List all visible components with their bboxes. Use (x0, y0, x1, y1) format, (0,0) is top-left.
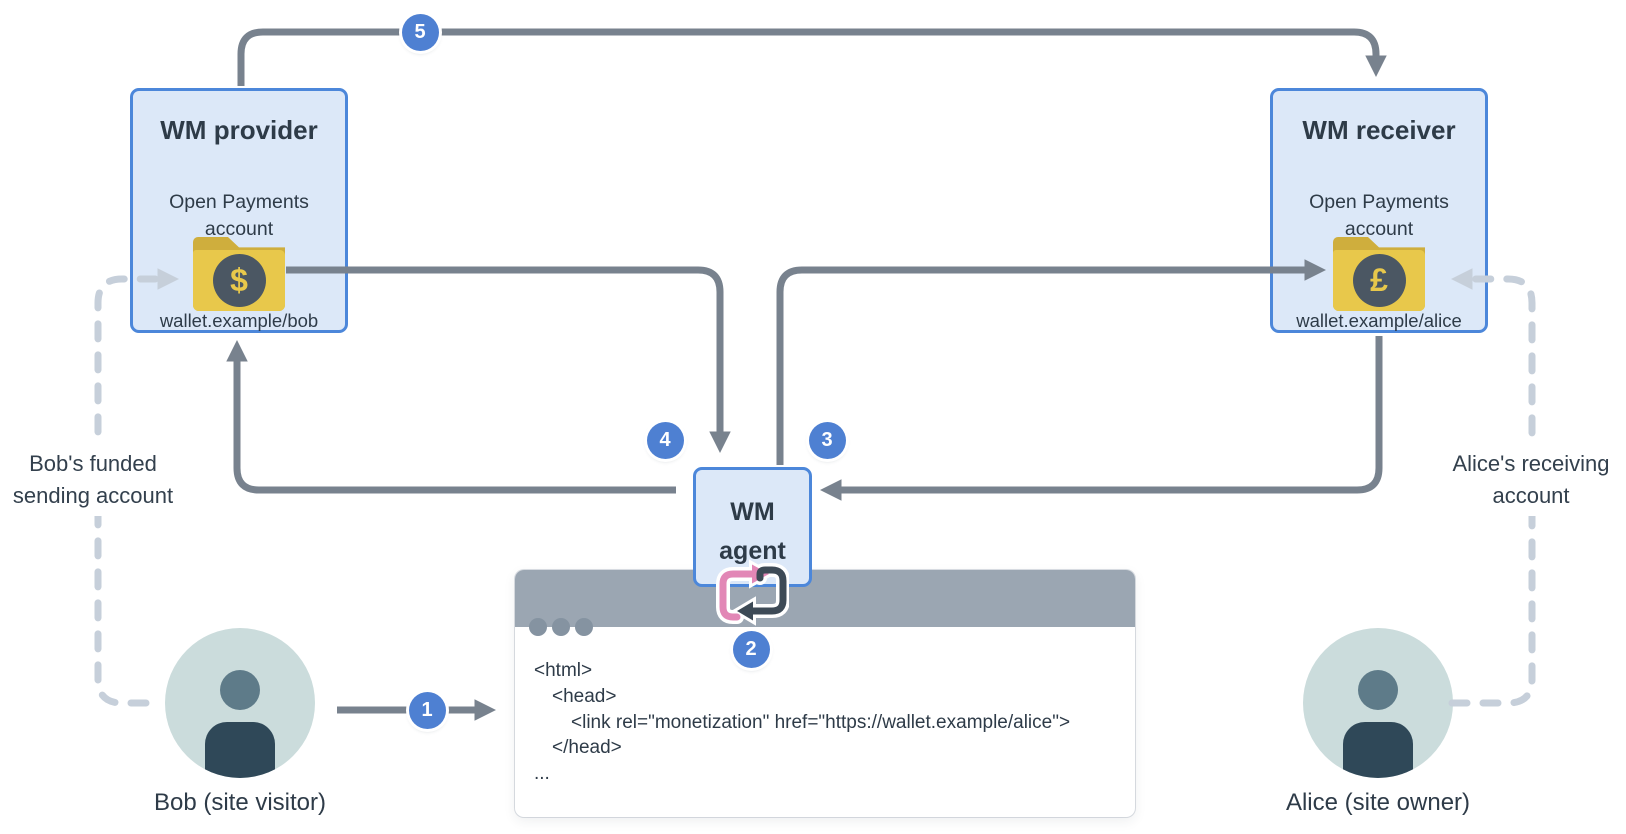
wm-agent-title: WM agent (696, 470, 809, 571)
browser-window: <html> <head> <link rel="monetization" h… (515, 570, 1135, 817)
account-label-line: account (1344, 218, 1414, 240)
wm-receiver-title: WM receiver (1302, 115, 1456, 145)
wm-receiver-account-label: Open Payments account (1273, 189, 1485, 243)
label-line: Alice's receiving (1452, 451, 1610, 476)
agent-title-line: agent (719, 537, 786, 565)
wm-provider-account-label: Open Payments account (133, 189, 345, 243)
arrow-provider-to-agent (286, 266, 731, 454)
bob-caption: Bob (site visitor) (153, 789, 327, 816)
step-badge-4: 4 (646, 421, 684, 459)
wallet-folder-dollar-icon: $ (193, 237, 285, 311)
avatar-head (220, 670, 260, 710)
agent-title-line: WM (730, 498, 775, 526)
alice-wallet-address: wallet.example/alice (1296, 310, 1462, 331)
code-line: ... (534, 763, 550, 785)
code-line: <html> (534, 660, 593, 681)
dollar-currency-icon: $ (212, 254, 266, 307)
window-dot-icon (529, 618, 547, 636)
label-line: Bob's funded (29, 451, 157, 476)
wm-provider-title: WM provider (160, 115, 318, 145)
arrow-agent-to-receiver (776, 259, 1327, 465)
wm-agent-box: WM agent (693, 467, 812, 587)
step-badge-3: 3 (808, 421, 846, 459)
pound-currency-icon: £ (1352, 254, 1406, 307)
alice-avatar (1303, 628, 1453, 778)
page-source-code: <html> <head> <link rel="monetization" h… (534, 658, 1131, 787)
browser-titlebar (515, 570, 1135, 627)
bob-account-label: Bob's funded sending account (0, 444, 190, 516)
wm-provider-box: WM provider Open Payments account $ wall… (130, 88, 348, 333)
window-dot-icon (575, 618, 593, 636)
step-badge-1: 1 (408, 691, 446, 729)
account-label-line: account (204, 218, 274, 240)
wm-receiver-box: WM receiver Open Payments account £ wall… (1270, 88, 1488, 333)
arrow-agent-to-provider (226, 339, 676, 494)
alice-account-label: Alice's receiving account (1434, 444, 1626, 516)
alice-caption: Alice (site owner) (1285, 789, 1471, 816)
bob-avatar (165, 628, 315, 778)
label-line: sending account (12, 483, 174, 508)
code-line: <head> (552, 685, 617, 707)
account-label-line: Open Payments (169, 191, 309, 213)
step-badge-2: 2 (732, 630, 770, 668)
code-line-monetization-link: <link rel="monetization" href="https://w… (571, 711, 1071, 733)
wallet-folder-pound-icon: £ (1333, 237, 1425, 311)
window-dot-icon (552, 618, 570, 636)
bob-wallet-address: wallet.example/bob (159, 310, 319, 331)
arrow-receiver-to-agent (819, 336, 1383, 501)
code-line: </head> (552, 737, 622, 759)
avatar-head (1358, 670, 1398, 710)
label-line: account (1492, 483, 1570, 508)
avatar-body (205, 722, 275, 778)
step-badge-5: 5 (401, 13, 439, 51)
avatar-body (1343, 722, 1413, 778)
account-label-line: Open Payments (1309, 191, 1449, 213)
